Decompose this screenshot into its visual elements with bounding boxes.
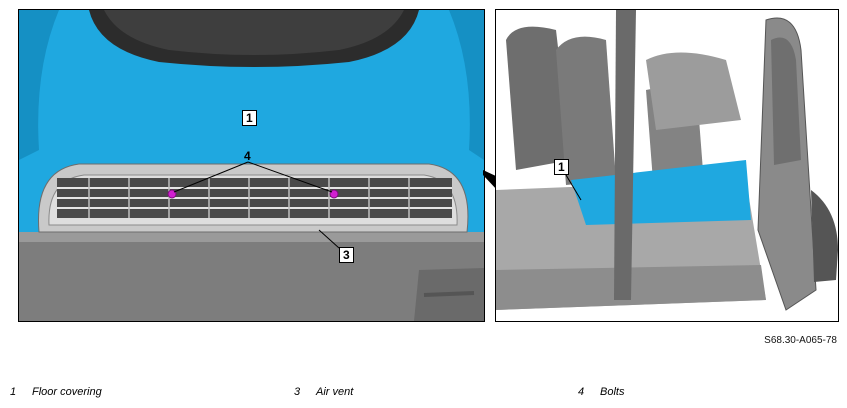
legend-item-floor-covering: 1 Floor covering: [10, 386, 102, 398]
vehicle-interior-drawing: [496, 10, 838, 321]
legend-item-air-vent: 3 Air vent: [294, 386, 353, 398]
legend-number: 3: [294, 386, 301, 398]
leader-line-vent: [318, 229, 340, 249]
floor-covering-detail-drawing: [19, 10, 484, 321]
lower-body-panel: [19, 232, 484, 321]
legend-label: Air vent: [316, 386, 354, 398]
leader-line-bolt-left: [173, 161, 249, 193]
callout-bolts: 4: [244, 149, 251, 163]
front-wheel: [811, 190, 838, 282]
panel-connector: [483, 170, 498, 191]
callout-air-vent: 3: [339, 247, 354, 263]
legend-label: Bolts: [600, 386, 625, 398]
rear-seat: [506, 26, 571, 170]
overview-illustration-panel: 1: [495, 9, 839, 322]
legend-number: 4: [578, 386, 585, 398]
legend-item-bolts: 4 Bolts: [578, 386, 624, 398]
legend-number: 1: [10, 386, 17, 398]
middle-seat: [556, 36, 616, 186]
callout-detail-floor-covering: 1: [554, 159, 569, 175]
callout-floor-covering: 1: [242, 110, 257, 126]
figure-code: S68.30-A065-78: [764, 335, 837, 346]
dashboard: [646, 52, 741, 130]
detail-illustration-panel: 1 4 3: [18, 9, 485, 322]
legend-label: Floor covering: [32, 386, 102, 398]
leader-line-bolt-right: [247, 161, 333, 193]
door-pillar: [614, 10, 636, 300]
leader-line-detail: [565, 174, 582, 201]
